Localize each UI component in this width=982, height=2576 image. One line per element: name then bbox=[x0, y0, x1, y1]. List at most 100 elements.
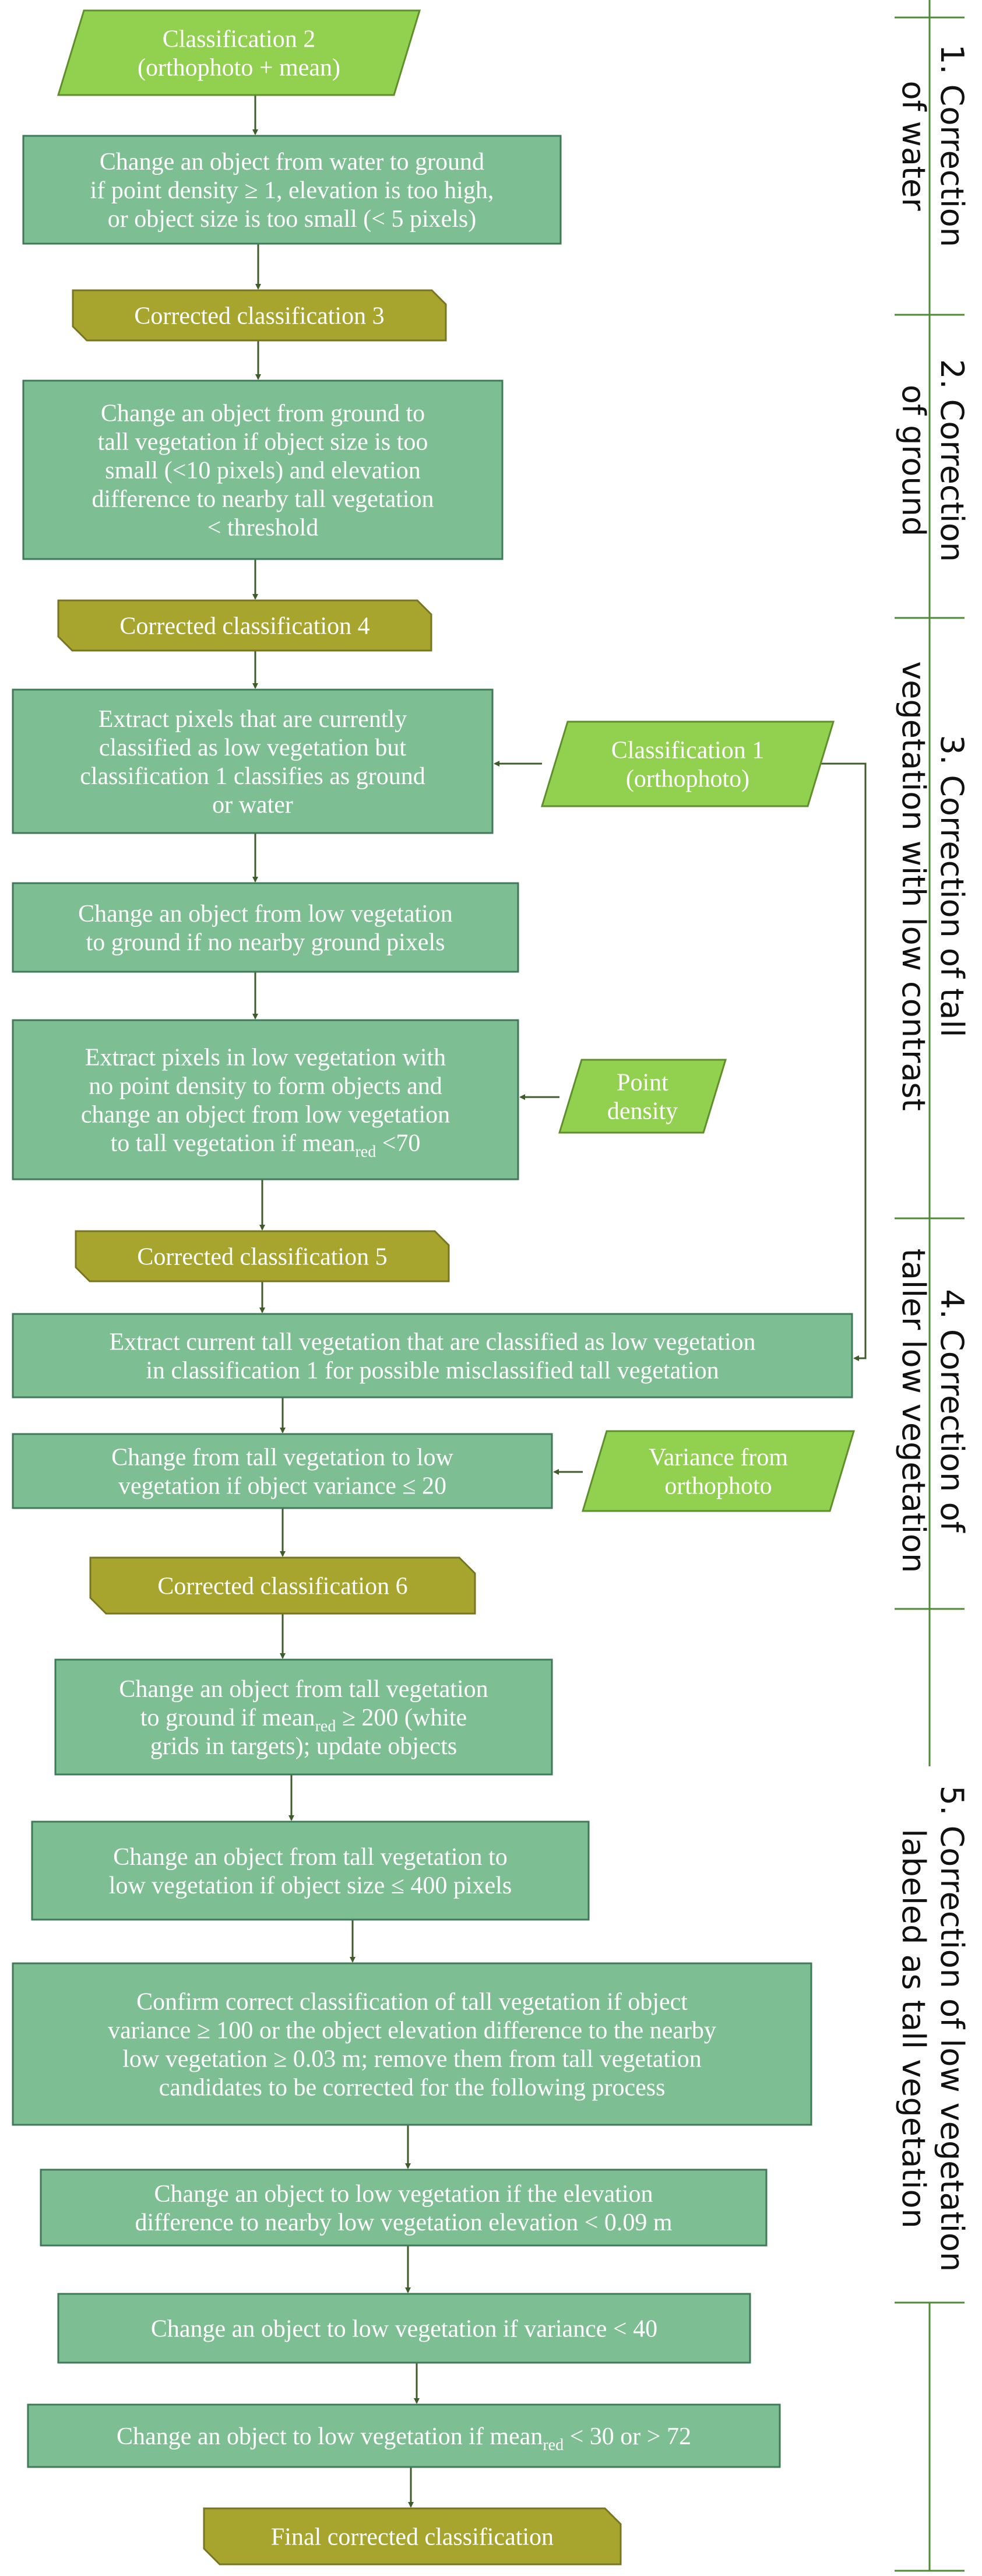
n1-label-line: (orthophoto + mean) bbox=[138, 54, 340, 81]
section-label-5: 5. Correction of low vegetationlabeled a… bbox=[895, 1786, 970, 2272]
n2-label-line: Change an object from water to ground bbox=[100, 149, 484, 175]
n16-label-subscript: red bbox=[315, 1717, 336, 1735]
section-label-line: 2. Correction bbox=[934, 359, 970, 562]
n9-label-subscript: red bbox=[355, 1143, 376, 1161]
n9-label-line: Extract pixels in low vegetation with bbox=[85, 1044, 446, 1071]
n8-label-line: Change an object from low vegetation bbox=[78, 901, 453, 927]
n14-shape bbox=[581, 1430, 856, 1512]
n22-label-line: Final corrected classification bbox=[271, 2524, 554, 2550]
n11-label-line: Corrected classification 5 bbox=[137, 1243, 387, 1270]
n7-shape bbox=[540, 721, 835, 807]
n21-label-subscript: red bbox=[543, 2436, 564, 2454]
n15-label-line: Corrected classification 6 bbox=[157, 1573, 407, 1600]
n17-shape bbox=[31, 1821, 590, 1921]
flow-node-n22: Final corrected classification bbox=[203, 2507, 622, 2566]
n4-label-line: difference to nearby tall vegetation bbox=[92, 486, 434, 512]
node-layer: Classification 2(orthophoto + mean) Chang… bbox=[12, 9, 856, 2566]
flow-node-n9: Extract pixels in low vegetation withno … bbox=[12, 1019, 519, 1180]
section-label-2: 2. Correctionof ground bbox=[895, 359, 970, 562]
section-label-1: 1. Correctionof water bbox=[895, 44, 970, 247]
n3-shape bbox=[72, 289, 447, 342]
n12-label-line: Extract current tall vegetation that are… bbox=[109, 1329, 755, 1355]
flow-node-n19: Change an object to low vegetation if th… bbox=[40, 2169, 768, 2247]
n6-label-line: classified as low vegetation but bbox=[99, 735, 407, 761]
n1-label-line: Classification 2 bbox=[163, 26, 315, 52]
n14-label-line: Variance from bbox=[649, 1444, 788, 1471]
flow-node-n6: Extract pixels that are currentlyclassif… bbox=[12, 688, 494, 834]
flow-node-n20: Change an object to low vegetation if va… bbox=[57, 2293, 751, 2364]
n7-label-line: Classification 1 bbox=[611, 737, 764, 764]
n16-label-line: grids in targets); update objects bbox=[150, 1733, 457, 1760]
n16-label-suffix: ≥ 200 (white bbox=[336, 1705, 467, 1731]
n10-label-line: Point bbox=[617, 1069, 668, 1096]
n5-shape bbox=[57, 599, 432, 652]
n8-shape bbox=[12, 882, 519, 973]
section-label-line: 5. Correction of low vegetation bbox=[934, 1786, 970, 2272]
n21-shape bbox=[27, 2403, 781, 2468]
section-label-line: vegetation with low contrast bbox=[895, 661, 932, 1110]
section-label-line: labeled as tall vegetation bbox=[895, 1829, 932, 2228]
section-label-line: 3. Correction of tall bbox=[934, 735, 970, 1038]
n9-label-line: no point density to form objects and bbox=[89, 1073, 442, 1099]
n10-label-line: density bbox=[607, 1098, 678, 1124]
section-label-line: of ground bbox=[895, 385, 932, 536]
n19-shape bbox=[40, 2169, 768, 2247]
n5-label-line: Corrected classification 4 bbox=[119, 613, 369, 639]
flow-node-n2: Change an object from water to groundif … bbox=[22, 135, 562, 245]
section-label-line: taller low vegetation bbox=[895, 1249, 932, 1573]
section-label-3: 3. Correction of tallvegetation with low… bbox=[895, 661, 970, 1110]
n17-label-line: Change an object from tall vegetation to bbox=[113, 1844, 507, 1871]
n4-label-line: tall vegetation if object size is too bbox=[98, 428, 428, 455]
n22-shape bbox=[203, 2507, 622, 2566]
n20-label-line: Change an object to low vegetation if va… bbox=[151, 2315, 657, 2342]
n13-label-line: vegetation if object variance ≤ 20 bbox=[118, 1472, 446, 1499]
n6-label-line: Extract pixels that are currently bbox=[98, 706, 407, 733]
n12-label-line: in classification 1 for possible misclas… bbox=[146, 1357, 719, 1384]
n6-label-line: or water bbox=[212, 792, 293, 818]
n16-label-line: Change an object from tall vegetation bbox=[119, 1676, 488, 1703]
n18-shape bbox=[12, 1962, 812, 2126]
flow-node-n17: Change an object from tall vegetation to… bbox=[31, 1821, 590, 1921]
flow-node-n15: Corrected classification 6 bbox=[89, 1556, 476, 1615]
n18-label-line: Confirm correct classification of tall v… bbox=[136, 1988, 688, 2015]
n19-label-line: difference to nearby low vegetation elev… bbox=[135, 2209, 672, 2236]
n14-label-line: orthophoto bbox=[664, 1472, 772, 1499]
n21-label-prefix: Change an object to low vegetation if me… bbox=[117, 2423, 543, 2450]
n4-label-line: < threshold bbox=[207, 514, 319, 541]
n8-label-line: to ground if no nearby ground pixels bbox=[86, 929, 445, 956]
flow-node-n7: Classification 1(orthophoto) bbox=[540, 721, 835, 807]
flow-node-n12: Extract current tall vegetation that are… bbox=[12, 1313, 853, 1398]
flow-node-n3: Corrected classification 3 bbox=[72, 289, 447, 342]
section-label-line: of water bbox=[895, 80, 932, 211]
n3-label-line: Corrected classification 3 bbox=[134, 303, 384, 329]
n19-label-line: Change an object to low vegetation if th… bbox=[154, 2181, 653, 2208]
n1-shape bbox=[57, 9, 421, 96]
n15-shape bbox=[89, 1556, 476, 1615]
n11-shape bbox=[75, 1230, 450, 1282]
section-label-line: 4. Correction of bbox=[934, 1289, 970, 1533]
n20-shape bbox=[57, 2293, 751, 2364]
flow-node-n16: Change an object from tall vegetationto … bbox=[54, 1658, 553, 1776]
n9-label-line: change an object from low vegetation bbox=[81, 1101, 450, 1128]
n13-shape bbox=[12, 1433, 553, 1509]
n18-label-line: variance ≥ 100 or the object elevation d… bbox=[108, 2017, 716, 2044]
n18-label-line: low vegetation ≥ 0.03 m; remove them fro… bbox=[122, 2046, 701, 2072]
n17-label-line: low vegetation if object size ≤ 400 pixe… bbox=[109, 1872, 512, 1899]
arrow-n7-n12 bbox=[819, 762, 867, 1361]
flow-node-n21: Change an object to low vegetation if me… bbox=[27, 2403, 781, 2468]
n2-label-line: or object size is too small (< 5 pixels) bbox=[108, 206, 477, 233]
n9-label-line: to tall vegetation if meanred <70 bbox=[111, 1130, 421, 1161]
n6-label-line: classification 1 classifies as ground bbox=[80, 763, 425, 790]
n12-shape bbox=[12, 1313, 853, 1398]
n4-label-line: Change an object from ground to bbox=[101, 400, 425, 427]
flow-node-n11: Corrected classification 5 bbox=[75, 1230, 450, 1282]
n4-shape bbox=[22, 379, 504, 560]
n4-label-line: small (<10 pixels) and elevation bbox=[105, 457, 421, 484]
edge-layer bbox=[252, 95, 867, 2508]
n6-shape bbox=[12, 688, 494, 834]
section-label-line: 1. Correction bbox=[934, 44, 970, 247]
n9-shape bbox=[12, 1019, 519, 1180]
